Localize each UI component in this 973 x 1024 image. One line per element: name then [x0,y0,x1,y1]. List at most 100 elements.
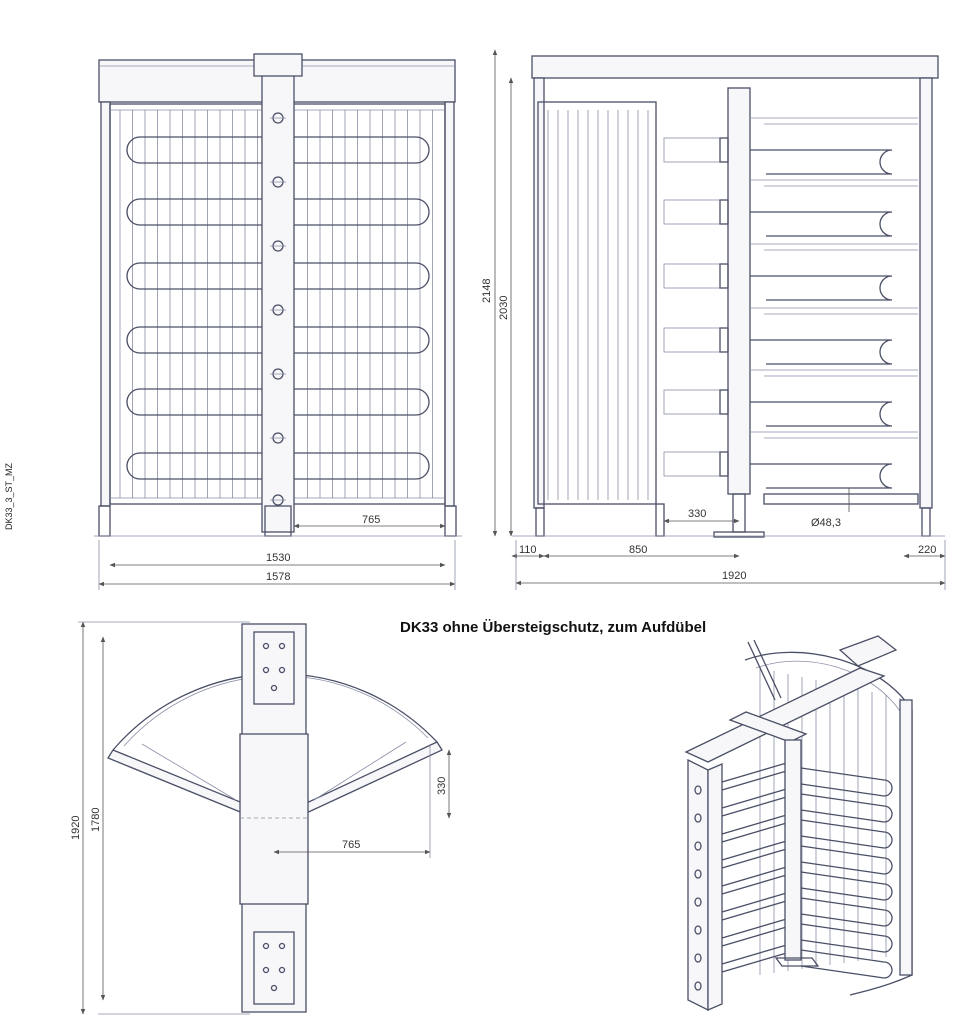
front-dim-arm: 765 [362,514,380,526]
top-bolt-hole [262,666,270,674]
side-dim-tube: Ø48,3 [811,517,841,529]
side-dim-right-foot: 220 [918,544,936,556]
iso-post-hole [694,869,702,879]
iso-rotor-arms [721,761,893,979]
iso-front-post [687,758,709,1012]
side-dim-height: 2030 [498,296,510,320]
iso-arm-back [800,871,893,901]
iso-post-hole [694,841,702,851]
iso-post-hole [694,813,702,823]
side-center-column [727,87,751,495]
front-view: 765 1530 1578 [94,53,462,590]
iso-arm-back [800,819,893,849]
drawing-title: DK33 ohne Übersteigschutz, zum Aufdübel [400,619,706,636]
front-loop-left [126,262,262,290]
side-arm-right [750,339,893,365]
top-dim-arm: 765 [342,839,360,851]
side-arm-left [663,451,729,477]
side-arm-left [663,263,729,289]
iso-arm-front [721,839,791,869]
top-bolt-hole [262,942,270,950]
side-arm-left [663,389,729,415]
top-dim-total: 1920 [70,816,82,840]
iso-arm-front [721,891,791,921]
top-center-plate [239,733,309,905]
iso-arm-front [721,761,791,791]
top-bolt-hole [270,684,278,692]
iso-arm-front [721,813,791,843]
top-bolt-hole [262,966,270,974]
top-bolt-hole [278,642,286,650]
isometric-view [684,635,913,1012]
front-loop-left [126,388,262,416]
side-right-post [919,77,933,509]
iso-arm-back [800,767,893,797]
side-arm-left [663,137,729,163]
front-loop-right [294,136,430,164]
side-left-post [533,77,545,509]
side-dim-arm-offset: 330 [688,508,706,520]
front-loop-right [294,262,430,290]
top-left-wing [107,749,251,817]
top-bolt-hole [278,666,286,674]
top-dim-inner: 1780 [90,808,102,832]
iso-post-hole [694,925,702,935]
front-dim-inner-width: 1530 [266,552,290,564]
side-arm-right [750,275,893,301]
iso-arm-front [721,917,791,947]
iso-arm-front [721,865,791,895]
front-loop-left [126,326,262,354]
top-bolt-holes [262,642,286,992]
drawing-code: DK33_3_ST_MZ [4,462,14,530]
front-rotor-loops [126,136,430,480]
front-loop-left [126,136,262,164]
front-dim-total-width: 1578 [266,571,290,583]
front-column-holes [270,112,286,506]
front-right-post [444,101,455,507]
side-dim-height-total: 2148 [481,279,493,303]
front-loop-left [126,452,262,480]
iso-post-hole [694,981,702,991]
iso-arm-back [800,845,893,875]
top-dim-offset: 330 [436,777,448,795]
iso-post-hole [694,785,702,795]
front-loop-left [126,198,262,226]
side-rotor-arms [663,117,919,505]
top-bolt-hole [278,942,286,950]
iso-post-hole [694,897,702,907]
front-loop-right [294,452,430,480]
front-left-post [100,101,111,507]
side-arm-right [750,401,893,427]
iso-arm-front [721,787,791,817]
front-loop-right [294,388,430,416]
front-vertical-bars [119,110,433,498]
side-arm-right [750,463,893,489]
top-bolt-hole [278,966,286,974]
side-bottom-tube [763,493,919,505]
iso-arm-back [800,949,893,979]
side-arm-right [750,211,893,237]
side-gate-panel [537,101,657,505]
side-view: 2148 2030 330 Ø48,3 110 850 220 1920 [481,49,946,590]
iso-curved-cage [744,651,913,996]
side-arm-left [663,199,729,225]
iso-arm-front [721,943,791,973]
iso-post-holes [694,785,702,991]
iso-arm-back [800,897,893,927]
side-vertical-bars [547,110,649,500]
top-bolt-hole [262,642,270,650]
iso-arm-back [800,793,893,823]
iso-center-column [784,739,802,961]
front-column-head [253,53,303,77]
iso-arm-back [800,923,893,953]
iso-post-hole [694,953,702,963]
top-bolt-hole [270,984,278,992]
side-arm-left [663,327,729,353]
iso-top-beam [684,667,886,763]
side-arm-right [750,149,893,175]
top-right-wing [299,741,443,818]
side-dim-total-length: 1920 [722,570,746,582]
front-loop-right [294,198,430,226]
side-top-beam [531,55,939,79]
